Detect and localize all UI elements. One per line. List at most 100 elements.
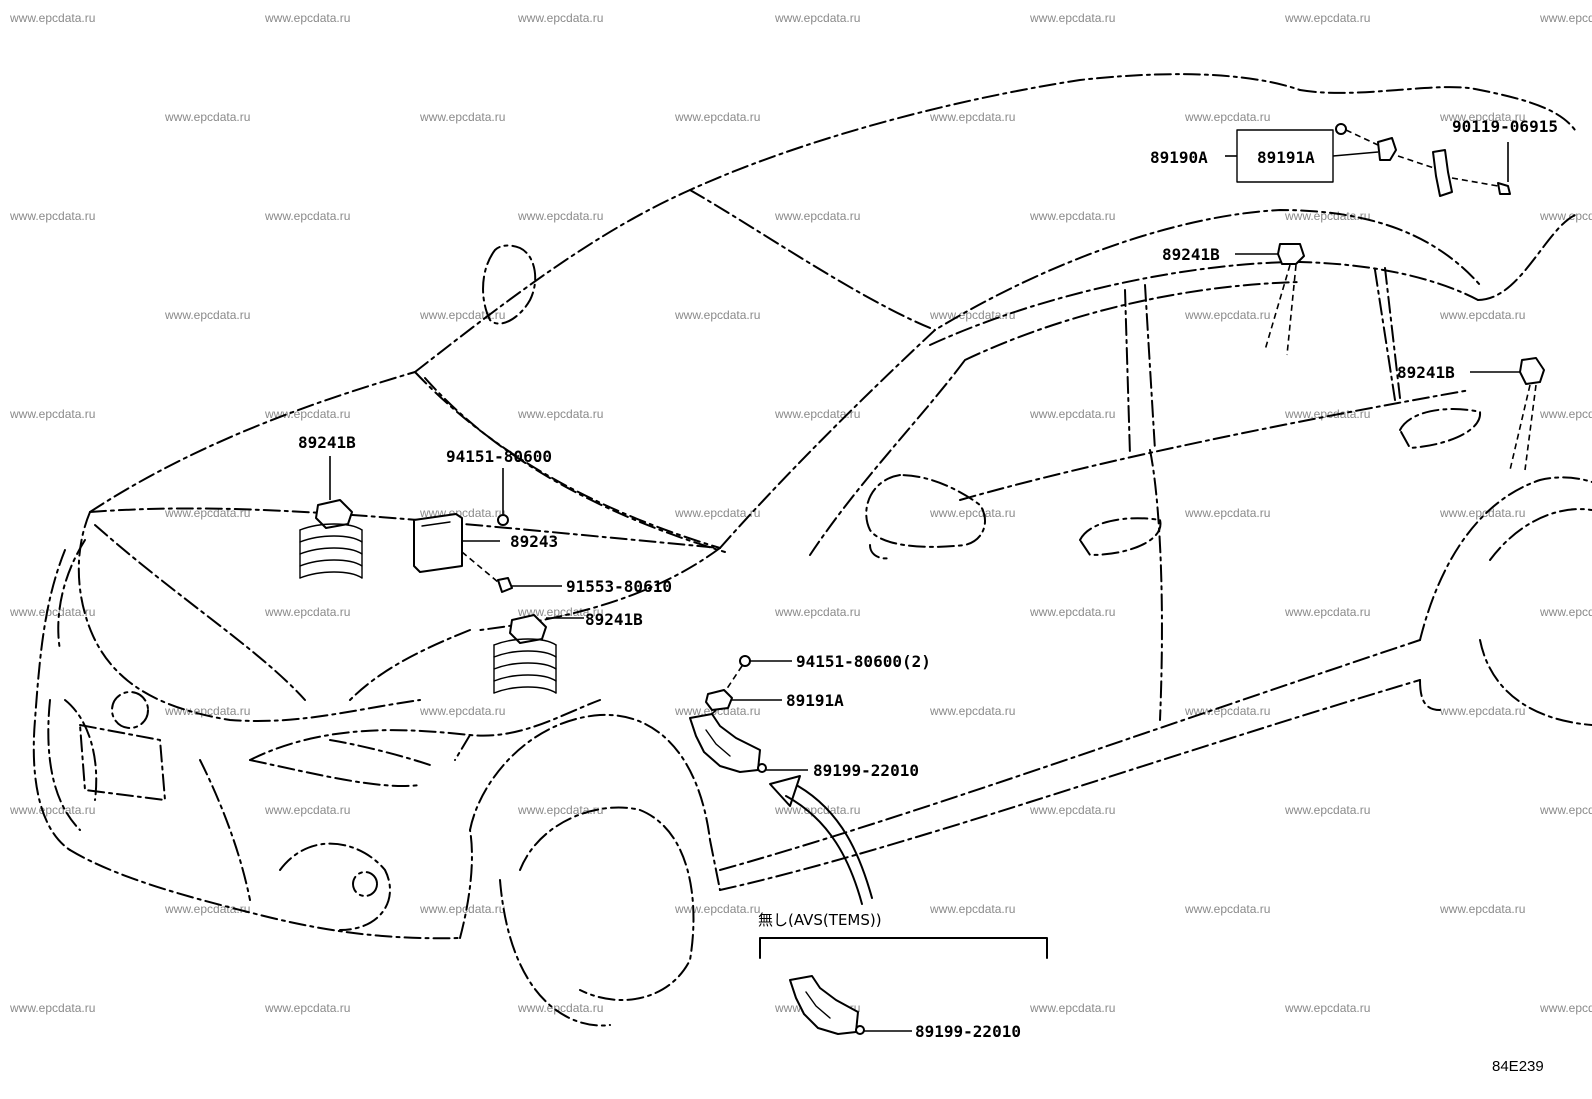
watermark-text: www.epcdata.ru (1184, 110, 1270, 124)
nut-icon (1335, 123, 1347, 135)
watermark-text: www.epcdata.ru (929, 506, 1015, 520)
part-ecu-assembly: 94151-80600 89243 91553-80610 (413, 447, 672, 596)
watermark-text: www.epcdata.ru (1439, 308, 1525, 322)
bolt-icon (855, 1025, 865, 1035)
bolt-icon (497, 577, 513, 593)
watermark-text: www.epcdata.ru (264, 11, 350, 25)
airbag-sensor-icon (315, 499, 353, 529)
watermark-text: www.epcdata.ru (1439, 506, 1525, 520)
sensor-icon (705, 689, 733, 711)
watermark-text: www.epcdata.ru (9, 1001, 95, 1015)
watermark-text: www.epcdata.ru (419, 308, 505, 322)
watermark-text: www.epcdata.ru (1539, 407, 1592, 421)
airbag-sensor-icon (1519, 357, 1545, 385)
watermark-text: www.epcdata.ru (9, 803, 95, 817)
watermark-text: www.epcdata.ru (774, 407, 860, 421)
watermark-text: www.epcdata.ru (264, 803, 350, 817)
airbag-sensor-icon (509, 614, 547, 644)
watermark-text: www.epcdata.ru (1284, 605, 1370, 619)
watermark-text: www.epcdata.ru (1284, 1001, 1370, 1015)
watermark-text: www.epcdata.ru (517, 209, 603, 223)
label-89241b-rear: 89241B (1397, 363, 1455, 382)
watermark-text: www.epcdata.ru (674, 110, 760, 124)
watermark-text: www.epcdata.ru (1539, 209, 1592, 223)
watermark-text: www.epcdata.ru (1439, 704, 1525, 718)
watermark-text: www.epcdata.ru (1284, 407, 1370, 421)
watermark-text: www.epcdata.ru (1029, 605, 1115, 619)
watermark-text: www.epcdata.ru (1184, 308, 1270, 322)
watermark-text: www.epcdata.ru (517, 407, 603, 421)
watermark-text: www.epcdata.ru (774, 803, 860, 817)
watermark-text: www.epcdata.ru (517, 605, 603, 619)
watermark-text: www.epcdata.ru (929, 902, 1015, 916)
watermark-text: www.epcdata.ru (929, 308, 1015, 322)
watermark-text: www.epcdata.ru (1539, 803, 1592, 817)
variant-note: 無し(AVS(TEMS)) (758, 911, 882, 929)
watermark-text: www.epcdata.ru (1539, 605, 1592, 619)
part-group-mid: 94151-80600(2) 89191A 89199-22010 (689, 652, 931, 780)
bolt-icon (1497, 182, 1511, 195)
diagram-code: 84E239 (1492, 1058, 1544, 1075)
label-89199-22010-mid: 89199-22010 (813, 761, 919, 780)
variant-box: 無し(AVS(TEMS)) 89199-22010 (758, 911, 1048, 1041)
label-91553-80610: 91553-80610 (566, 577, 672, 596)
airbag-sensor-icon (1277, 243, 1305, 265)
label-89241b-left: 89241B (298, 433, 356, 452)
part-center-sensor: 89241B (493, 610, 643, 694)
label-90119-06915: 90119-06915 (1452, 117, 1558, 136)
watermark-text: www.epcdata.ru (674, 704, 760, 718)
watermark-text: www.epcdata.ru (1029, 11, 1115, 25)
watermark-text: www.epcdata.ru (1184, 902, 1270, 916)
watermark-text: www.epcdata.ru (264, 407, 350, 421)
ecu-module-icon (413, 513, 463, 573)
watermark-text: www.epcdata.ru (164, 704, 250, 718)
label-94151-80600-2: 94151-80600(2) (796, 652, 931, 671)
watermark-text: www.epcdata.ru (1029, 1001, 1115, 1015)
watermark-text: www.epcdata.ru (1284, 209, 1370, 223)
part-left-sensor: 89241B (298, 433, 363, 579)
label-89190a: 89190A (1150, 148, 1208, 167)
part-roof-sensor: 89241B (1162, 243, 1305, 356)
label-89241b-center: 89241B (585, 610, 643, 629)
watermark-text: www.epcdata.ru (9, 407, 95, 421)
watermark-text: www.epcdata.ru (674, 902, 760, 916)
label-89241b-roof: 89241B (1162, 245, 1220, 264)
watermark-text: www.epcdata.ru (264, 209, 350, 223)
watermark-text: www.epcdata.ru (1029, 407, 1115, 421)
watermark-text: www.epcdata.ru (774, 11, 860, 25)
watermark-text: www.epcdata.ru (517, 11, 603, 25)
watermark-text: www.epcdata.ru (1029, 803, 1115, 817)
spring-boot-icon (493, 638, 557, 694)
watermark-text: www.epcdata.ru (929, 704, 1015, 718)
watermark-text: www.epcdata.ru (164, 308, 250, 322)
watermark-text: www.epcdata.ru (419, 704, 505, 718)
watermark-text: www.epcdata.ru (1439, 902, 1525, 916)
watermark-text: www.epcdata.ru (1029, 209, 1115, 223)
watermark-text: www.epcdata.ru (1539, 1001, 1592, 1015)
label-89199-22010-bottom: 89199-22010 (915, 1022, 1021, 1041)
watermark-text: www.epcdata.ru (419, 110, 505, 124)
spring-boot-icon (299, 523, 363, 579)
watermark-grid: www.epcdata.ru www.epcdata.ru www.epcdata.… (9, 11, 1592, 1015)
bracket-icon (1432, 149, 1453, 197)
watermark-text: www.epcdata.ru (1284, 803, 1370, 817)
watermark-text: www.epcdata.ru (674, 308, 760, 322)
watermark-text: www.epcdata.ru (1284, 11, 1370, 25)
car-outline (32, 73, 1592, 1027)
nut-icon (739, 655, 751, 667)
watermark-text: www.epcdata.ru (1184, 506, 1270, 520)
watermark-text: www.epcdata.ru (164, 110, 250, 124)
watermark-text: www.epcdata.ru (1439, 110, 1525, 124)
label-89191a-top: 89191A (1257, 148, 1315, 167)
watermark-text: www.epcdata.ru (164, 902, 250, 916)
watermark-text: www.epcdata.ru (9, 605, 95, 619)
label-94151-80600: 94151-80600 (446, 447, 552, 466)
watermark-text: www.epcdata.ru (517, 1001, 603, 1015)
watermark-text: www.epcdata.ru (419, 902, 505, 916)
watermark-text: www.epcdata.ru (1539, 11, 1592, 25)
watermark-text: www.epcdata.ru (1184, 704, 1270, 718)
watermark-text: www.epcdata.ru (674, 506, 760, 520)
watermark-text: www.epcdata.ru (929, 110, 1015, 124)
arrow-pointer-icon (769, 775, 873, 905)
